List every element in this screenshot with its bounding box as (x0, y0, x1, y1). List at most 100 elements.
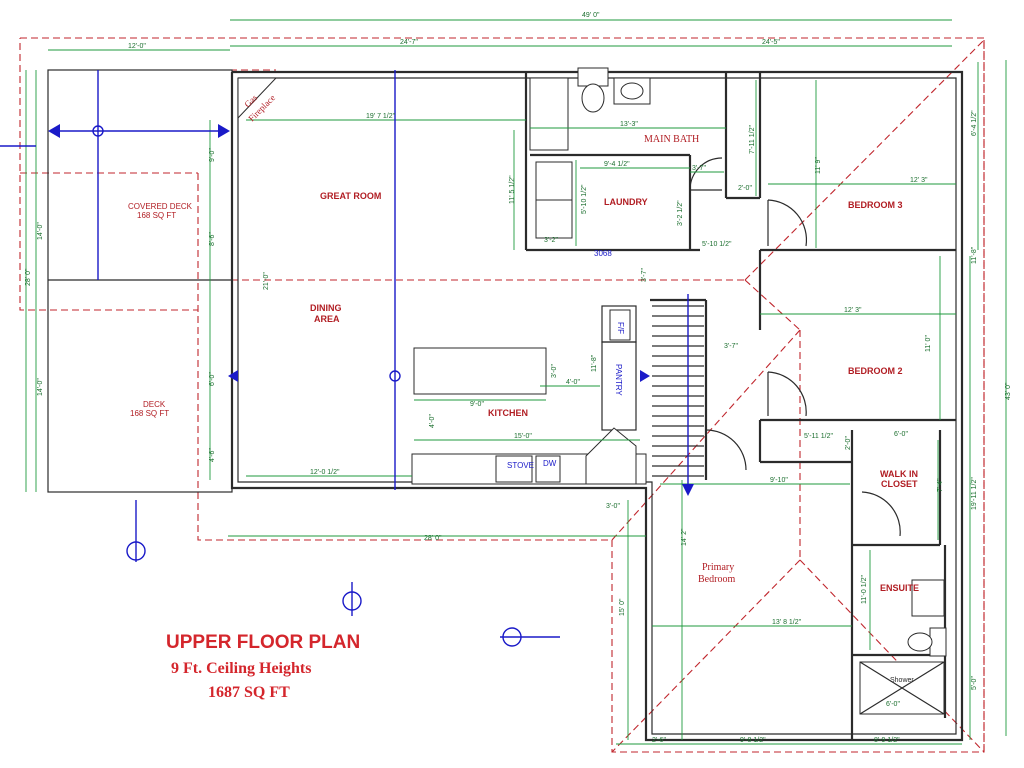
toilet-bowl (581, 83, 605, 113)
room-label-bedroom: Bedroom (698, 574, 735, 585)
dim-label-vertical: 6'-4 1/2" (971, 110, 978, 136)
bathtub (529, 77, 569, 151)
room-label-covered-deck-area: 168 SQ FT (137, 211, 176, 220)
room-label-ensuite: ENSUITE (880, 583, 919, 593)
label-pantry: PANTRY (614, 364, 623, 396)
dim-label: 13'-3" (620, 121, 638, 128)
room-label-dining-area: AREA (314, 314, 340, 324)
section-markers (0, 70, 694, 647)
dim-label: 2'-0" (738, 185, 752, 192)
dim-label: 9'-0" (470, 401, 484, 408)
dim-overall-width: 49' 0" (582, 12, 600, 19)
fridge (609, 309, 631, 341)
stairs (652, 305, 704, 477)
dim-label-vertical: 4'-6" (209, 448, 216, 462)
dim-label: 12'-0 1/2" (310, 469, 340, 476)
dim-label: 4'-0" (566, 379, 580, 386)
dim-label: 8'-9 1/2" (874, 737, 900, 744)
dim-label-vertical: 14' 2" (681, 528, 688, 546)
dimension-labels: 49' 0" 12'-0" 24'-7" 24'-5" 19' 7 1/2" 1… (25, 12, 1012, 744)
dim-label-vertical: 11'-8" (591, 354, 598, 372)
room-label-deck: DECK (143, 400, 166, 409)
dim-label-vertical: 7'-11 1/2" (749, 124, 756, 154)
dim-label-vertical: 19'-11 1/2" (971, 477, 978, 510)
dim-label-vertical: 11' 5 1/2" (509, 175, 516, 204)
label-door-code: 3068 (594, 249, 612, 258)
section-marker-east-icon (640, 370, 650, 382)
dim-label-vertical: 8'-6" (209, 232, 216, 246)
fireplace (237, 77, 278, 120)
room-label-bedroom-2: BEDROOM 2 (848, 366, 903, 376)
dim-label: 3'-7" (724, 343, 738, 350)
section-marker-west-icon (228, 370, 238, 382)
title-block: UPPER FLOOR PLAN 9 Ft. Ceiling Heights 1… (166, 632, 360, 701)
ensuite-vanity (911, 579, 945, 617)
stair-arrow-icon (682, 484, 694, 496)
room-label-closet: CLOSET (881, 479, 918, 489)
dim-label-vertical: 3'-7" (641, 268, 648, 282)
roof-outline (19, 37, 985, 753)
section-arrow-right-icon (218, 124, 230, 138)
dim-label: 13' 8 1/2" (772, 619, 802, 626)
dim-label-vertical: 15' 0" (619, 598, 626, 616)
dim-label-vertical: 11' 9" (815, 157, 822, 174)
dim-label: 6'-0" (886, 701, 900, 708)
dim-label: 12'-0" (128, 43, 146, 50)
dryer (535, 161, 573, 201)
dim-label-vertical: 4'-0" (429, 414, 436, 428)
dim-label-vertical: 11'-0 1/2" (861, 574, 868, 604)
room-label-shower: Shower (890, 677, 914, 684)
total-area: 1687 SQ FT (208, 684, 290, 701)
plan-title: UPPER FLOOR PLAN (166, 632, 360, 653)
dishwasher (535, 455, 561, 483)
dim-label: 15'-0" (514, 433, 532, 440)
dim-label-vertical: 11'-8" (971, 246, 978, 264)
dim-label-vertical: 21'-0" (263, 272, 270, 290)
ceiling-height-note: 9 Ft. Ceiling Heights (171, 660, 311, 677)
room-label-bedroom-3: BEDROOM 3 (848, 200, 903, 210)
dim-label: 3'-0" (606, 503, 620, 510)
dim-label-vertical: 6'-0" (209, 372, 216, 386)
door-swings (689, 157, 901, 537)
dim-label: 5'-11 1/2" (804, 433, 834, 440)
dim-label: 24'-5" (762, 39, 780, 46)
dim-label: 5'-10 1/2" (702, 241, 732, 248)
room-label-dining: DINING (310, 303, 342, 313)
dim-label-vertical: 28' 0" (25, 268, 32, 286)
ensuite-toilet-bowl (907, 632, 933, 652)
dim-label: 9'-8 1/2" (740, 737, 766, 744)
room-label-great-room: GREAT ROOM (320, 191, 381, 201)
room-label-covered-deck: COVERED DECK (128, 202, 193, 211)
room-labels: GREAT ROOM DINING AREA KITCHEN MAIN BATH… (128, 92, 919, 684)
label-dishwasher: DW (543, 459, 557, 468)
room-label-laundry: LAUNDRY (604, 197, 648, 207)
kitchen-island (413, 347, 547, 395)
dim-label: 24'-7" (400, 39, 418, 46)
dim-label-vertical: 9'-0" (209, 148, 216, 162)
dim-label-vertical: 11' 0" (925, 335, 932, 352)
room-label-primary: Primary (702, 562, 734, 573)
washer (535, 199, 573, 239)
dim-label: 12' 3" (844, 307, 862, 314)
dim-label-vertical: 5'-0" (971, 676, 978, 690)
room-label-kitchen: KITCHEN (488, 408, 528, 418)
dim-label: 6'-0" (894, 431, 908, 438)
dim-label: 2'-6" (652, 737, 666, 744)
dim-label: 28' 0" (424, 535, 442, 542)
dim-label: 9'-4 1/2" (604, 161, 630, 168)
label-fridge: F/F (616, 322, 625, 334)
dim-label-vertical: 5'-10 1/2" (581, 184, 588, 214)
dim-label: 12' 3" (910, 177, 928, 184)
section-arrow-left-icon (48, 124, 60, 138)
sink (620, 82, 644, 100)
stove (495, 455, 533, 483)
label-stove: STOVE (507, 461, 534, 470)
dim-label-vertical: 3'-2 1/2" (677, 200, 684, 226)
dim-label-vertical: 43' 0" (1005, 382, 1012, 400)
interior-walls (524, 72, 956, 740)
dim-label: 9'-10" (770, 477, 788, 484)
dim-label-vertical: 2'-0" (845, 436, 852, 450)
room-label-walk-in: WALK IN (880, 469, 918, 479)
